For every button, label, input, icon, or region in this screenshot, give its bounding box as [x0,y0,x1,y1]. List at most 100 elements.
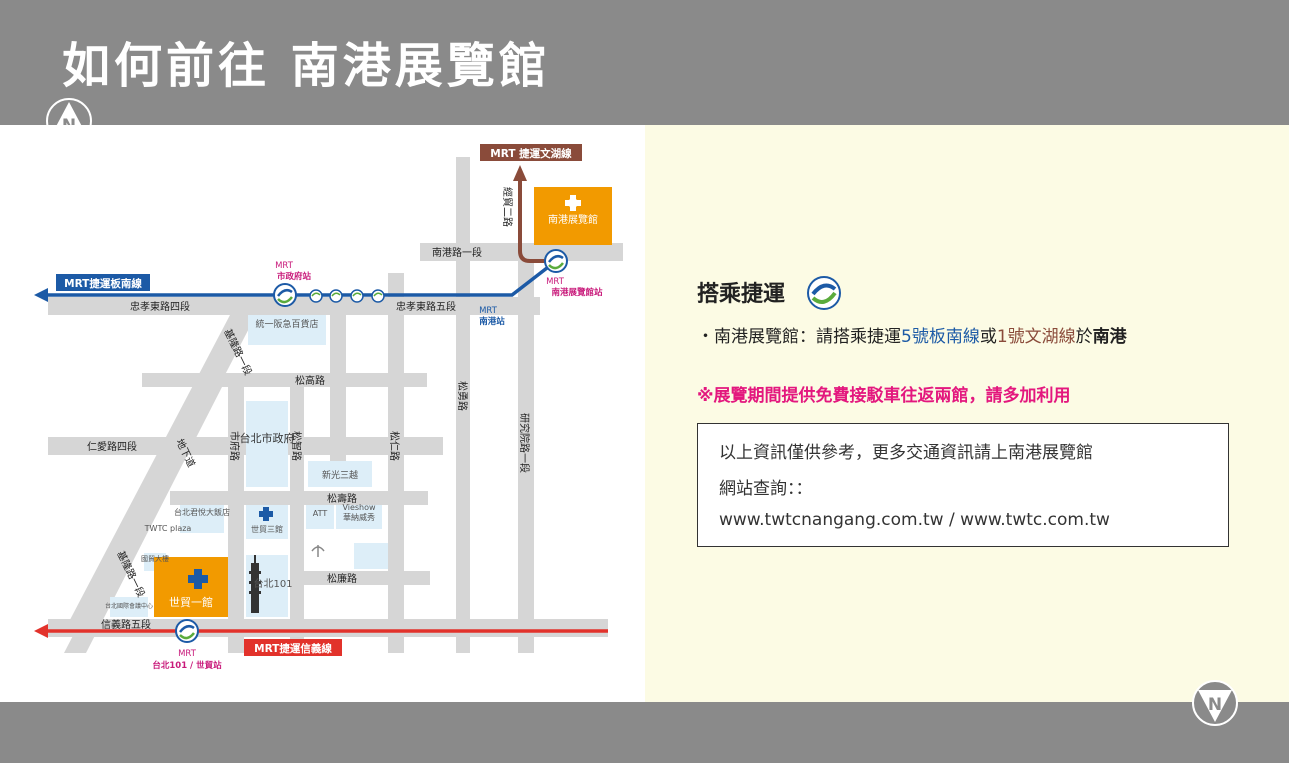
road-label-renai: 仁愛路四段 [87,440,137,453]
road-label-shifu: 市府路 [228,431,241,461]
note-line-1: 以上資訊僅供參考，更多交通資訊請上南港展覽館 [719,443,1093,463]
header-bar [0,0,1289,125]
road-shifu [228,377,244,653]
xinyi-label: MRT捷運信義線 [254,642,332,655]
location-map: MRT 捷運文湖線 MRT捷運板南線 MRT捷運信義線 MRT 市政府站 MRT… [0,125,645,702]
bannan-line [40,259,558,297]
label-wtc1: 世貿一館 [169,595,213,609]
label-nangang-exhibition: 南港展覽館 [548,213,598,226]
road-label-xinyi: 信義路五段 [101,618,151,631]
venue-wtc-hall1 [154,557,228,617]
road-songshou [170,491,428,505]
twtc-venue-icon [259,507,273,521]
mrt-station-icons [175,249,568,643]
label-wtc3: 世貿三館 [251,524,283,534]
road-zhongxiao [48,297,540,315]
road-label-zhongxiao-sec5: 忠孝東路五段 [396,300,456,313]
info-panel [645,125,1289,702]
route-instruction: ・南港展覽館：請搭乘捷運5號板南線或1號文湖線於南港 [697,322,1127,347]
route-station: 南港 [1092,327,1127,347]
twtc-venue-icon [565,195,581,211]
station-city-hall: 市政府站 [277,271,312,282]
road-renai [48,437,443,455]
block-att [306,505,334,529]
road-songzhi [290,377,304,653]
bannan-label: MRT捷運板南線 [64,277,142,290]
road-label-jingmao: 經貿二路 [501,187,514,227]
road-songren [388,273,404,653]
wenhu-arrow [513,165,527,181]
route-prefix: ・南港展覽館：請搭乘捷運 [697,327,901,347]
mrt-heading: 搭乘捷運 [697,282,786,307]
mrt-logo-icon [273,283,297,307]
block-pool [354,543,388,569]
street-map-svg: MRT 捷運文湖線 MRT捷運板南線 MRT捷運信義線 MRT 市政府站 MRT… [34,144,623,671]
bannan-label-bg [56,274,150,291]
svg-text:N: N [1208,695,1222,715]
road-label-yanjiuyuan: 研究院路一段 [518,413,531,473]
road-label-songren: 松仁路 [388,431,401,461]
road-shifu-east [330,308,346,478]
route-at: 於 [1075,327,1093,347]
page-title: 如何前往 南港展覽館 [62,38,551,94]
station-101-top: MRT [178,649,197,659]
road-songgao [142,373,427,387]
road-label-songshou: 松壽路 [327,492,357,505]
label-uni-dept: 統一阪急百貨店 [255,318,318,330]
station-labels: MRT 市政府站 MRT 南港展覽館站 MRT 南港站 MRT 台北101 / … [152,261,603,671]
wenhu-line [518,179,556,263]
road-underground [64,387,222,653]
route-bannan: 5號板南線 [901,327,980,347]
road-label-nangang-sec1: 南港路一段 [432,246,482,259]
xinyi-arrow [34,624,48,638]
station-city-hall-top: MRT [275,261,294,271]
roads-layer [48,157,623,653]
station-nangang-top: MRT [479,306,498,316]
mrt-logo-icon [544,249,568,273]
label-ticc: 台北國際會議中心 [105,602,153,610]
station-101: 台北101 / 世貿站 [152,660,222,671]
station-nangang: 南港站 [479,316,505,327]
label-shinkong: 新光三越 [322,469,358,481]
road-songlian [290,571,430,585]
note-line-2: 網站查詢：： [719,479,813,499]
label-att: ATT [313,509,328,518]
pool-icon [311,545,325,557]
road-label-zhongxiao-sec4: 忠孝東路四段 [130,300,190,313]
footer-bar [0,702,1289,763]
bannan-arrow [34,288,48,302]
label-vieshow-zh: 華納威秀 [343,512,375,522]
wenhu-label: MRT 捷運文湖線 [490,147,572,160]
label-hyatt: 台北君悅大飯店 [174,507,230,517]
road-label-songlian: 松廉路 [327,572,357,585]
twtc-venue-icon [188,569,208,589]
road-yanjiuyuan [518,261,534,653]
block-shinkong [308,461,372,487]
landmark-labels: 南港展覽館 統一阪急百貨店 台北市政府 新光三越 ATT Vieshow 華納威… [105,213,598,610]
info-note-box: 以上資訊僅供參考，更多交通資訊請上南港展覽館 網站查詢：： www.twtcna… [697,423,1229,547]
mrt-logo-icon [807,276,841,310]
label-vieshow-en: Vieshow [342,503,376,512]
block-ticc [110,597,148,617]
block-uni-dept [248,315,326,345]
road-label-songyong: 松勇路 [456,381,469,411]
block-vieshow [336,505,382,529]
road-songyong [456,157,470,653]
station-nangang-exh: 南港展覽館站 [551,287,603,298]
taipei101-tower-icon [249,555,261,613]
twtc-n-logo-icon: N [1192,680,1238,726]
label-city-hall: 台北市政府 [240,431,295,445]
website-links[interactable]: www.twtcnangang.com.tw / www.twtc.com.tw [719,510,1110,530]
route-wenhu: 1號文湖線 [996,327,1076,347]
xinyi-label-bg [244,639,342,656]
route-or: 或 [979,327,997,347]
label-twtc-plaza: TWTC plaza [144,524,192,533]
label-101: 台北101 [253,577,292,590]
station-nangang-exh-top: MRT [546,277,565,287]
mrt-logo-icon [309,289,385,303]
wenhu-label-bg [480,144,582,161]
block-hyatt [180,505,224,533]
road-label-songzhi: 松智路 [290,431,303,461]
shuttle-note: ※展覽期間提供免費接駁車往返兩館，請多加利用 [697,386,1071,406]
mrt-logo-icon [175,619,199,643]
